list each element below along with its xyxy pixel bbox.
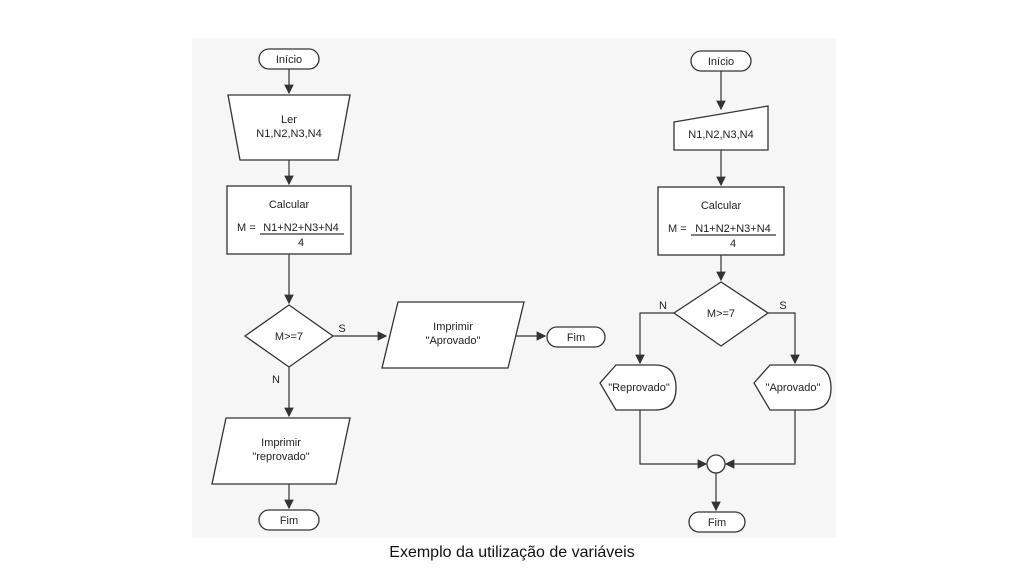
right-display-no-label: "Reprovado": [608, 382, 670, 394]
right-calc-title: Calcular: [701, 200, 742, 212]
left-start-terminal: Início: [258, 48, 320, 70]
right-start-terminal: Início: [690, 50, 752, 72]
right-arrow-no-merge: [639, 410, 708, 469]
right-display-yes-label: "Aprovado": [766, 382, 821, 394]
left-print-yes-line1: Imprimir: [433, 321, 473, 333]
left-no-label: N: [272, 374, 280, 386]
right-decision-label: M>=7: [707, 308, 735, 320]
right-calc-lhs: M =: [668, 223, 687, 235]
right-merge-connector: [706, 454, 726, 474]
figure-caption: Exemplo da utilização de variáveis: [389, 544, 635, 561]
right-decision: M>=7: [672, 281, 770, 347]
left-print-aprovado: Imprimir "Aprovado": [381, 301, 525, 369]
right-arrow-yes: [768, 312, 800, 365]
left-flowchart: Início Ler N1,N2,N3,N4 Calcular M = N1+N…: [211, 48, 606, 531]
left-start-label: Início: [276, 54, 302, 66]
left-decision: M>=7: [243, 304, 335, 368]
right-yes-label: S: [779, 300, 786, 312]
right-arrow-yes-merge: [724, 410, 796, 469]
left-print-no-line2: "reprovado": [252, 451, 309, 463]
left-calc-denominator: 4: [298, 237, 304, 249]
left-read-input: Ler N1,N2,N3,N4: [227, 94, 351, 161]
left-end-terminal-no: Fim: [258, 509, 320, 531]
right-manual-input: N1,N2,N3,N4: [673, 105, 769, 151]
left-print-no-line1: Imprimir: [261, 437, 301, 449]
left-end-no-label: Fim: [280, 515, 298, 527]
left-print-yes-line2: "Aprovado": [426, 335, 481, 347]
left-yes-label: S: [338, 323, 345, 335]
left-read-vars: N1,N2,N3,N4: [256, 128, 321, 140]
left-end-terminal-yes: Fim: [546, 326, 606, 348]
right-display-aprovado: "Aprovado": [753, 364, 832, 411]
right-calc-process: Calcular M = N1+N2+N3+N4 4: [657, 186, 785, 256]
left-read-title: Ler: [281, 114, 297, 126]
right-end-label: Fim: [708, 517, 726, 529]
left-calc-numerator: N1+N2+N3+N4: [263, 222, 339, 234]
right-arrow-no: [635, 312, 674, 365]
right-calc-numerator: N1+N2+N3+N4: [695, 223, 771, 235]
right-display-reprovado: "Reprovado": [599, 364, 677, 411]
right-no-label: N: [659, 300, 667, 312]
left-print-reprovado: Imprimir "reprovado": [211, 417, 351, 485]
left-calc-lhs: M =: [237, 222, 256, 234]
right-input-vars: N1,N2,N3,N4: [688, 129, 753, 141]
left-end-yes-label: Fim: [567, 332, 585, 344]
right-end-terminal: Fim: [688, 511, 746, 533]
right-flowchart: Início N1,N2,N3,N4 Calcular M = N1+N2+N3…: [599, 50, 832, 533]
right-start-label: Início: [708, 56, 734, 68]
right-calc-denominator: 4: [730, 238, 736, 250]
left-calc-process: Calcular M = N1+N2+N3+N4 4: [226, 185, 352, 255]
left-decision-label: M>=7: [275, 331, 303, 343]
left-calc-title: Calcular: [269, 199, 310, 211]
